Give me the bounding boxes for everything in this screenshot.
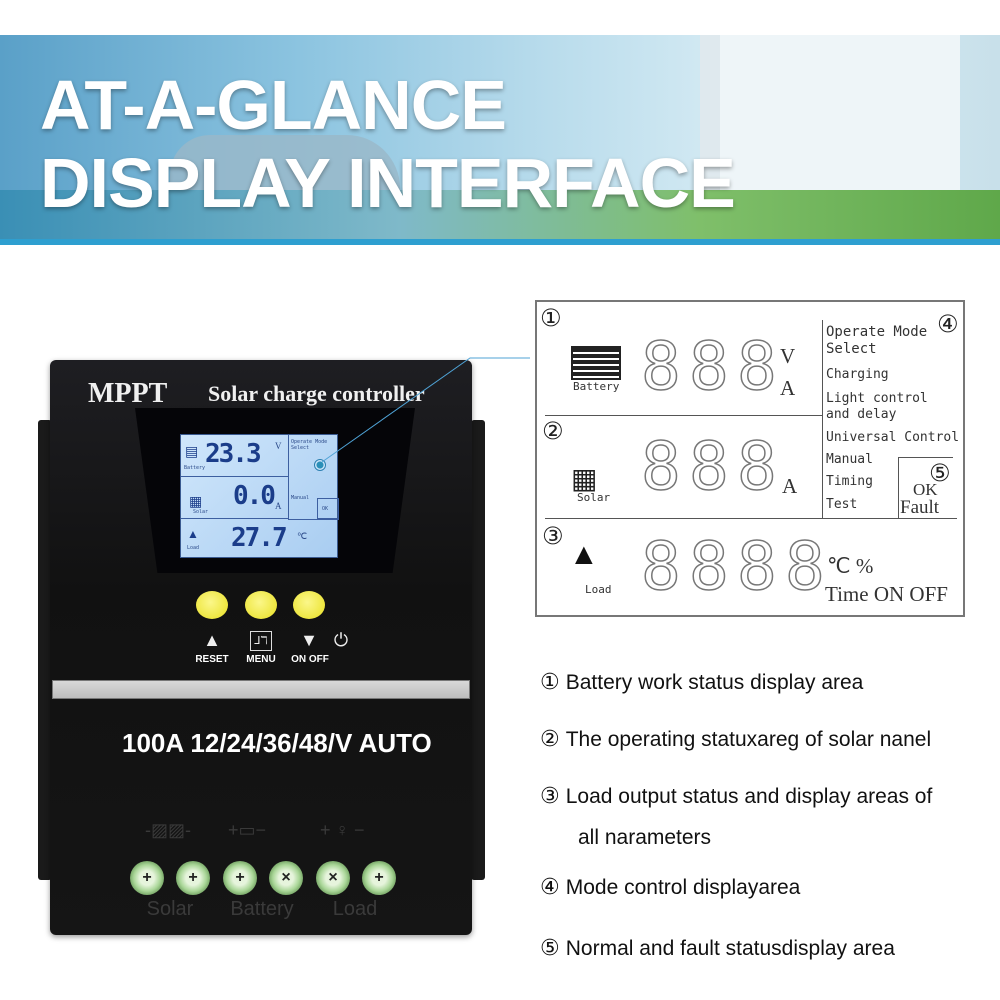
lcd-solar-value: 0.0: [233, 481, 276, 511]
digit: 8: [688, 328, 729, 405]
terminal-solar-negative[interactable]: +: [176, 861, 210, 895]
mount-flange-right: [471, 420, 485, 880]
lcd-load-value: 27.7: [231, 523, 288, 553]
mode-and-delay: and delay: [826, 407, 897, 422]
lcd-battery-value: 23.3: [205, 439, 262, 469]
mode-light-control: Light control: [826, 391, 928, 406]
device-subtitle: Solar charge controller: [208, 381, 425, 406]
unit-time-on-off: Time ON OFF: [825, 582, 948, 606]
mode-select: Select: [826, 341, 877, 357]
digit: 8: [640, 528, 681, 605]
mode-charging: Charging: [826, 367, 889, 382]
digit: 8: [784, 528, 825, 605]
lcd-row-battery: [181, 435, 288, 477]
digit: 8: [640, 328, 681, 405]
diagram-solar-label: Solar: [577, 491, 611, 504]
marker-2: ②: [542, 417, 564, 445]
solar-panel-icon: ▦: [189, 493, 203, 509]
up-plus-triangle-icon: ▲: [203, 630, 221, 650]
banner-title-line1: AT-A-GLANCE: [40, 66, 507, 144]
lcd-solar-label: Solar: [193, 509, 209, 515]
terminal-solar-positive[interactable]: +: [130, 861, 164, 895]
lcd-mode-value: Manual: [291, 495, 310, 501]
mount-flange-left: [38, 420, 52, 880]
lcd-solar-unit: A: [275, 501, 282, 511]
lcd-battery-unit: V: [275, 441, 282, 451]
battery-icon: +▭−: [228, 820, 267, 840]
marker-4: ④: [937, 310, 959, 338]
unit-v: V: [780, 344, 796, 368]
down-minus-triangle-icon: ▼: [300, 630, 318, 650]
unit-a: A: [780, 376, 796, 400]
mode-indicator-icon: [314, 459, 326, 471]
onoff-label: ON OFF: [291, 654, 329, 665]
brand-label: MPPT: [88, 378, 168, 409]
lcd-load-unit: ℃: [297, 531, 308, 541]
digit: 8: [736, 328, 777, 405]
unit-a: A: [782, 474, 798, 498]
status-ok: OK: [913, 480, 938, 499]
rating-label: 100A 12/24/36/48/V AUTO: [122, 728, 432, 758]
diagram-load-label: Load: [585, 583, 612, 596]
lcd-screen: ▤ Battery 23.3 V ▦ Solar 0.0 A ▲ Load 27…: [180, 434, 339, 558]
mode-manual: Manual: [826, 452, 873, 467]
ground-image: [0, 190, 1000, 245]
bulb-icon: + ♀ −: [320, 820, 365, 840]
mode-test: Test: [826, 497, 858, 512]
solar-panel-icon: ▦: [571, 463, 598, 494]
status-fault: Fault: [900, 497, 940, 518]
diagram-battery-label: Battery: [573, 380, 620, 393]
lcd-status: OK: [322, 506, 329, 512]
silver-strip: [52, 680, 470, 699]
battery-icon: ▤: [185, 443, 199, 459]
terminal-label-battery: Battery: [230, 898, 294, 920]
digit: 8: [688, 528, 729, 605]
mode-universal: Universal Control: [826, 430, 960, 445]
onoff-button[interactable]: [293, 591, 325, 619]
digit: 8: [736, 528, 777, 605]
battery-icon: [571, 346, 621, 380]
terminal-label-solar: Solar: [146, 898, 194, 920]
lamp-icon: ▲: [187, 527, 199, 541]
power-icon: ⏻: [333, 630, 349, 650]
lcd-row-solar: [181, 477, 288, 519]
unit-temp-percent: ℃ %: [827, 554, 874, 578]
terminal-battery-negative[interactable]: ×: [269, 861, 303, 895]
solar-panel-icon: -▨▨-: [145, 820, 192, 840]
marker-5: ⑤: [929, 459, 951, 487]
legend-item-3-cont: all narameters: [578, 826, 712, 849]
reset-label: RESET: [195, 654, 229, 665]
banner: AT-A-GLANCE DISPLAY INTERFACE: [0, 35, 1000, 245]
mode-timing: Timing: [826, 474, 873, 489]
lcd-load-label: Load: [187, 545, 200, 551]
terminal-load-positive[interactable]: ×: [316, 861, 350, 895]
terminal-load-negative[interactable]: +: [362, 861, 396, 895]
marker-1: ①: [540, 304, 562, 332]
banner-title-line2: DISPLAY INTERFACE: [40, 144, 736, 222]
car-image: [170, 135, 400, 195]
lcd-diagram: ① ② ③ ④ ⑤ Battery 8 8 8 V A ▦ Solar 8 8 …: [535, 300, 965, 617]
terminal-battery-positive[interactable]: +: [223, 861, 257, 895]
lamp-icon: ▲: [569, 538, 599, 571]
mode-operate: Operate Mode: [826, 324, 928, 340]
digit: 8: [736, 428, 777, 505]
house-image: [700, 35, 960, 195]
digit: 8: [640, 428, 681, 505]
marker-3: ③: [542, 522, 564, 550]
reset-button[interactable]: [196, 591, 228, 619]
terminal-label-load: Load: [332, 898, 378, 920]
banner-stripe: [0, 239, 1000, 245]
menu-label: MENU: [246, 654, 276, 665]
menu-enter-icon: ⅃ℸ: [250, 631, 272, 651]
menu-button[interactable]: [245, 591, 277, 619]
lcd-mode-title: Operate Mode Select: [291, 439, 328, 451]
digit: 8: [688, 428, 729, 505]
lcd-battery-label: Battery: [184, 465, 206, 471]
